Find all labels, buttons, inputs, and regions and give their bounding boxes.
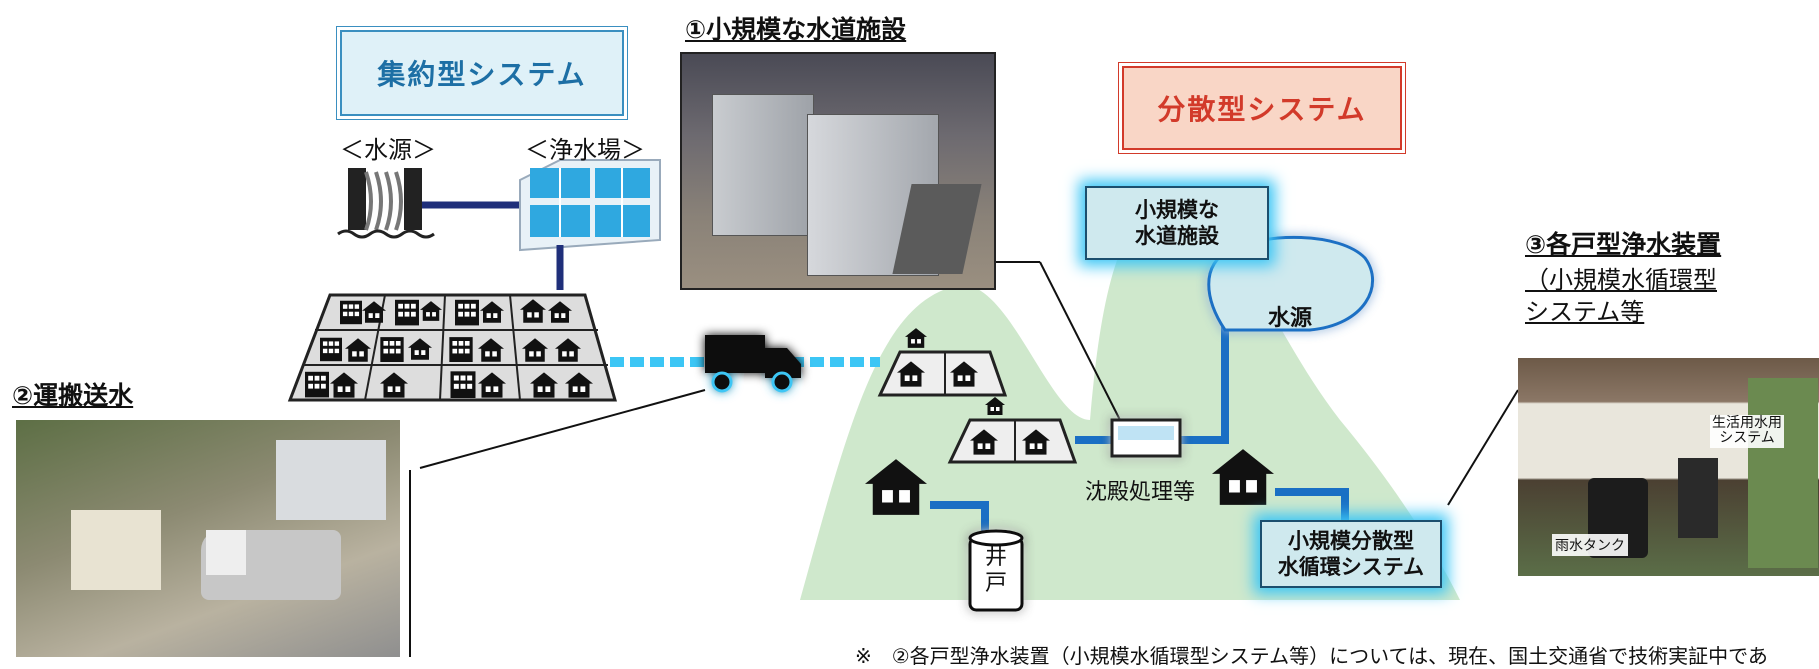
small-facility-line1: 小規模な (1135, 197, 1219, 222)
small-facility-box: 小規模な 水道施設 (1085, 186, 1269, 260)
water-source-diagram-label: 水源 (1268, 306, 1313, 331)
well-label: 井 戸 (982, 545, 1010, 598)
footnote: ※ ②各戸型浄水装置（小規模水循環型システム等）については、現在、国土交通省で技… (855, 644, 1768, 668)
village-grid-upper (877, 328, 1008, 397)
water-truck-icon (705, 335, 801, 393)
well-icon (968, 529, 1024, 612)
domestic-system-photo-label: 生活用水用 システム (1710, 415, 1784, 448)
distributed-cycle-box: 小規模分散型 水循環システム (1260, 520, 1442, 588)
well-label-2: 戸 (984, 571, 1007, 597)
village-grid-lower (947, 397, 1078, 464)
heading-household-3: システム等 (1525, 298, 1645, 326)
city-grid (287, 293, 617, 402)
heading-household-2: （小規模水循環型 (1525, 266, 1717, 294)
facility-callout-d (1039, 261, 1121, 421)
rain-tank-photo-label: 雨水タンク (1552, 534, 1628, 556)
central-system-label: 集約型システム (377, 58, 587, 91)
water-source-caption: ＜水源＞ (340, 136, 436, 164)
sedimentation-label: 沈殿処理等 (1085, 480, 1196, 505)
heading-small-facility: ①小規模な水道施設 (685, 15, 907, 44)
well-label-1: 井 (984, 545, 1007, 570)
domestic-system-label-1: 生活用水用 (1712, 415, 1782, 431)
dam-icon (337, 168, 435, 239)
sedimentation-unit-icon (1110, 418, 1182, 458)
household-callout-line (1447, 389, 1519, 506)
distributed-system-box: 分散型システム (1118, 62, 1406, 154)
distributed-pipes (930, 325, 1349, 540)
heading-transport: ②運搬送水 (12, 381, 134, 410)
water-source-bubble (1207, 235, 1375, 332)
transport-photo (16, 420, 400, 657)
purification-plant-icon (519, 159, 661, 252)
small-facility-line2: 水道施設 (1135, 224, 1219, 248)
heading-household-1: ③各戸型浄水装置 (1525, 230, 1722, 259)
household-system-photo: 生活用水用 システム 雨水タンク (1518, 358, 1819, 576)
purification-plant-caption: ＜浄水場＞ (525, 136, 645, 164)
distributed-cycle-line2: 水循環システム (1277, 555, 1425, 579)
central-system-box: 集約型システム (336, 26, 628, 120)
distributed-system-label: 分散型システム (1157, 93, 1367, 126)
transport-callout-line (419, 389, 706, 469)
small-facility-photo (680, 52, 996, 290)
distributed-cycle-line1: 小規模分散型 (1288, 528, 1414, 553)
domestic-system-label-2: システム (1719, 430, 1775, 447)
